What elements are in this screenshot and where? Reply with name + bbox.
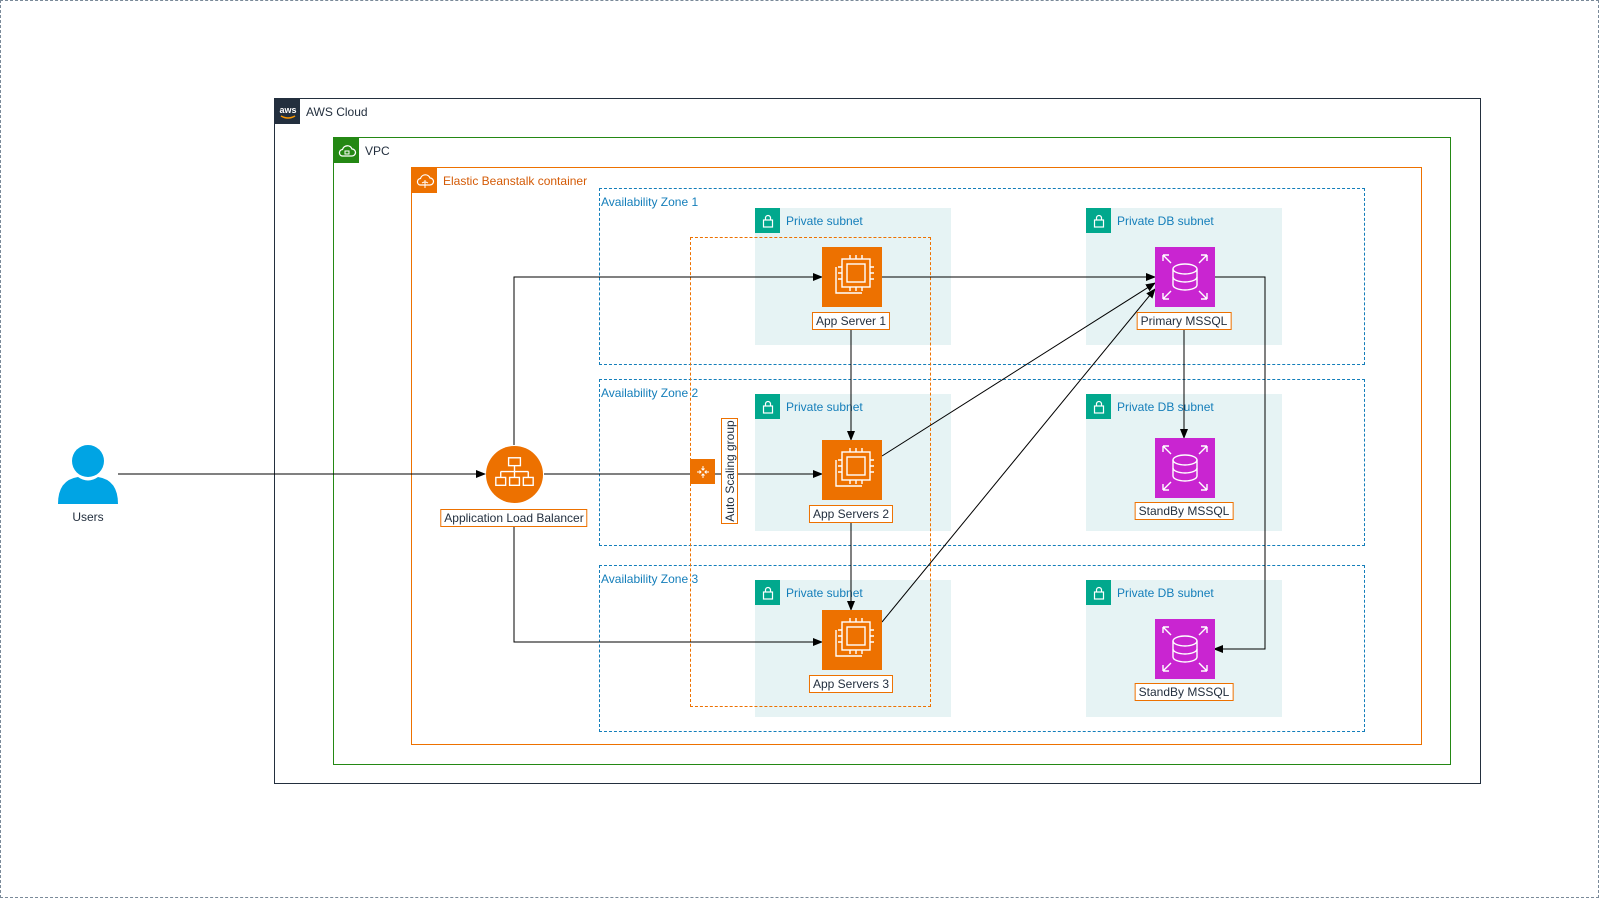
rds-database-icon: [1155, 619, 1215, 679]
availability-zone-label: Availability Zone 2: [601, 386, 699, 400]
lock-icon: [755, 394, 780, 419]
vpc-group: VPC: [333, 137, 1451, 765]
app-server-2-label: App Servers 2: [808, 505, 894, 523]
users-icon: [58, 444, 118, 504]
svg-text:aws: aws: [279, 105, 296, 115]
alb-icon: [485, 445, 544, 504]
ec2-instance-icon: [822, 610, 882, 670]
beanstalk-label: Elastic Beanstalk container: [443, 174, 588, 188]
subnet-label: Private subnet: [786, 400, 863, 414]
beanstalk-icon: [412, 168, 437, 193]
rds-database-icon: [1155, 438, 1215, 498]
availability-zone-3: Availability Zone 3: [599, 565, 1365, 732]
app-server-1-label: App Server 1: [811, 312, 891, 330]
vpc-cloud-icon: [334, 138, 359, 163]
availability-zone-label: Availability Zone 3: [601, 572, 699, 586]
edge-db-standby2: [1213, 276, 1266, 653]
auto-scaling-label: Auto Scaling group: [722, 420, 737, 522]
subnet-label: Private subnet: [786, 214, 863, 228]
edge-app3-db: [881, 288, 1156, 623]
standby-mssql-1-label: StandBy MSSQL: [1134, 502, 1234, 520]
edge-alb-app3: [513, 524, 823, 646]
edge-alb-app1: [513, 273, 823, 445]
beanstalk-container: Elastic Beanstalk container: [411, 167, 1422, 745]
availability-zone-2: Availability Zone 2: [599, 379, 1365, 546]
app-server-3-label: App Servers 3: [808, 675, 894, 693]
standby-mssql-2-label: StandBy MSSQL: [1134, 683, 1234, 701]
auto-scaling-label-box: Auto Scaling group: [721, 418, 738, 524]
subnet-label: Private DB subnet: [1117, 400, 1214, 414]
subnet-label: Private subnet: [786, 586, 863, 600]
availability-zone-label: Availability Zone 1: [601, 195, 699, 209]
lock-icon: [1086, 394, 1111, 419]
ec2-instance-icon: [822, 247, 882, 307]
users-label: Users: [72, 510, 104, 524]
lock-icon: [1086, 208, 1111, 233]
vpc-label: VPC: [365, 144, 390, 158]
subnet-label: Private DB subnet: [1117, 586, 1214, 600]
auto-scaling-icon: [690, 459, 715, 484]
ec2-instance-icon: [822, 440, 882, 500]
lock-icon: [755, 208, 780, 233]
aws-cloud-group: aws AWS Cloud: [274, 98, 1481, 784]
aws-logo-icon: aws: [275, 99, 300, 124]
subnet-label: Private DB subnet: [1117, 214, 1214, 228]
lock-icon: [755, 580, 780, 605]
edge-app2-db: [881, 282, 1156, 457]
aws-cloud-label: AWS Cloud: [306, 105, 368, 119]
rds-database-icon: [1155, 247, 1215, 307]
lock-icon: [1086, 580, 1111, 605]
alb-label: Application Load Balancer: [440, 509, 588, 527]
primary-mssql-label: Primary MSSQL: [1136, 312, 1232, 330]
